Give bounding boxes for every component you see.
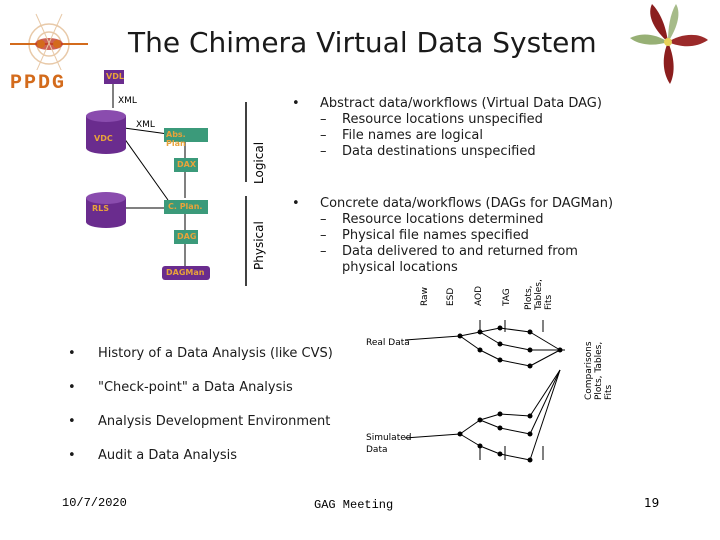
diagram-arrows: [112, 84, 247, 286]
xml-label-2: XML: [136, 120, 155, 130]
ppdg-logo: [6, 6, 92, 98]
dagman-label: DAGMan: [166, 268, 205, 277]
footer-date: 10/7/2020: [62, 496, 127, 510]
abstract-section: • Abstract data/workflows (Virtual Data …: [292, 96, 620, 160]
bullet-dot: •: [292, 96, 300, 111]
dag-box: DAG: [174, 230, 198, 244]
column-tag: TAG: [502, 288, 512, 306]
trillium-flower-image: [626, 2, 710, 86]
concrete-section: • Concrete data/workflows (DAGs for DAGM…: [292, 196, 630, 276]
column-raw: Raw: [420, 287, 430, 306]
dagman-box: DAGMan: [162, 266, 210, 280]
real-data-label: Real Data: [366, 338, 410, 348]
abstract-item: –Data destinations unspecified: [320, 144, 536, 159]
page-number: 19: [644, 496, 660, 510]
ppdg-logo-graphic: [10, 13, 88, 73]
abstract-item: –File names are logical: [320, 128, 483, 143]
bullet-dot: •: [292, 196, 300, 211]
c-plan-label: C. Plan.: [168, 202, 203, 211]
footer-center: GAG Meeting: [314, 498, 394, 512]
column-aod: AOD: [474, 285, 484, 306]
physical-label: Physical: [252, 221, 266, 270]
list-item: •History of a Data Analysis (like CVS): [68, 346, 333, 361]
list-item: •Analysis Development Environment: [68, 414, 331, 429]
vdl-box: VDL: [104, 70, 124, 84]
c-plan-box: C. Plan.: [164, 200, 208, 214]
concrete-item: –Resource locations determined: [320, 212, 544, 227]
abstract-heading: Abstract data/workflows (Virtual Data DA…: [320, 96, 602, 111]
concrete-heading: Concrete data/workflows (DAGs for DAGMan…: [320, 196, 614, 211]
dax-box: DAX: [174, 158, 198, 172]
list-item: •Audit a Data Analysis: [68, 448, 238, 463]
dax-label: DAX: [177, 160, 196, 169]
column-esd: ESD: [446, 287, 456, 306]
page-title: The Chimera Virtual Data System: [128, 26, 597, 59]
rls-cylinder: RLS: [86, 192, 126, 228]
abstract-item: –Resource locations unspecified: [320, 112, 543, 127]
vdc-cylinder: VDC: [86, 110, 126, 154]
abs-plan-box: Abs. Plan: [164, 128, 208, 148]
vdc-label: VDC: [94, 134, 113, 143]
list-item: •"Check-point" a Data Analysis: [68, 380, 293, 395]
xml-label-1: XML: [118, 96, 137, 106]
rls-label: RLS: [92, 204, 110, 213]
column-plots: Plots, Tables, Fits: [524, 279, 554, 310]
ppdg-logo-text: PPDG: [10, 72, 67, 95]
logical-label: Logical: [252, 141, 266, 184]
vdl-label: VDL: [106, 72, 124, 81]
concrete-item: –Physical file names specified: [320, 228, 529, 243]
data-flow-diagram: [404, 320, 565, 463]
dag-label: DAG: [177, 232, 197, 241]
concrete-item: –Data delivered to and returned from phy…: [320, 244, 578, 275]
simulated-data-label: Simulated Data: [366, 433, 412, 455]
abs-plan-label: Abs. Plan: [166, 130, 186, 148]
